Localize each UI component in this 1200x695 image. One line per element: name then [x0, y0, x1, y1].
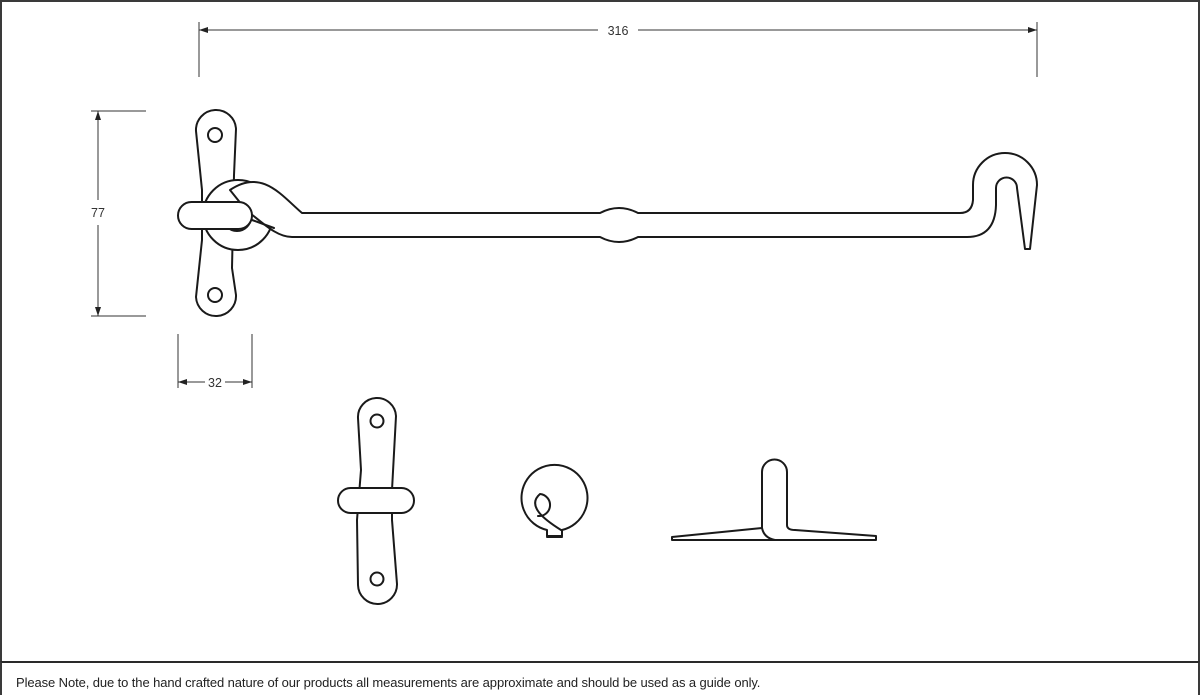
screw-hole-bottom [369, 571, 385, 587]
staple-pin [337, 487, 415, 514]
dimension-label-316: 316 [608, 24, 629, 38]
dimension-label-32: 32 [208, 376, 222, 390]
dimension-offset-width: 32 [177, 334, 253, 390]
staple-side-view [671, 458, 877, 541]
hook-rod [229, 152, 1038, 250]
technical-drawing: 316 77 32 [91, 22, 1038, 605]
front-elevation-view [177, 108, 1038, 318]
rod-return-line [251, 219, 275, 229]
screw-hole-top [207, 127, 223, 143]
disclaimer-note: Please Note, due to the hand crafted nat… [16, 675, 761, 690]
disclaimer-bar: Please Note, due to the hand crafted nat… [0, 661, 1200, 695]
staple-plate-view [337, 396, 415, 605]
staple-profile [671, 458, 877, 541]
eye-side-view [520, 463, 589, 538]
dimension-label-77: 77 [91, 206, 105, 220]
dimension-plate-height: 77 [91, 110, 146, 317]
screw-hole-bottom [207, 287, 223, 303]
screw-hole-top [369, 413, 385, 429]
eye-ring-outline [520, 463, 589, 537]
dimension-overall-length: 316 [198, 22, 1038, 77]
eye-loop [534, 493, 562, 531]
staple-pin [177, 201, 253, 230]
